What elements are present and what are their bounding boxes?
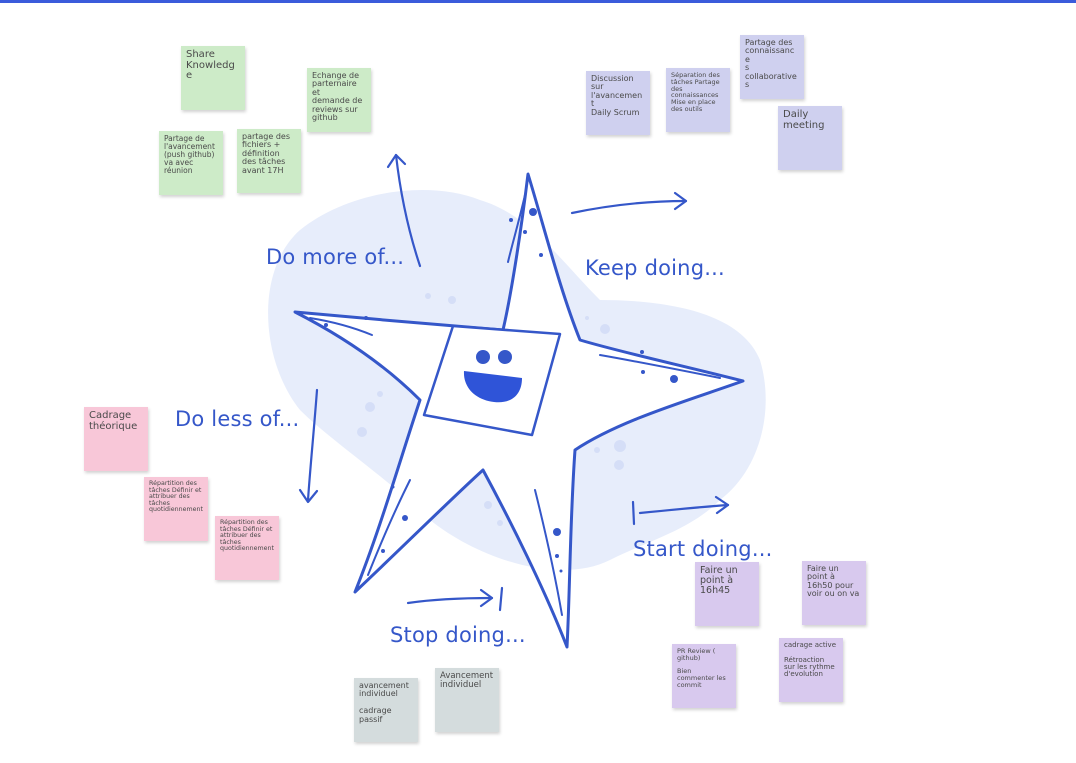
do-less-label: Do less of... — [175, 407, 300, 431]
sticky-note[interactable]: Discussion sur l'avancement Daily Scrum — [586, 71, 650, 135]
sticky-note[interactable]: PR Review ( github) Bien commenter les c… — [672, 644, 736, 708]
sticky-note[interactable]: Daily meeting — [778, 106, 842, 170]
smiley-right-eye — [498, 350, 512, 364]
top-accent-bar — [0, 0, 1076, 3]
do-more-label: Do more of... — [266, 245, 405, 269]
section-arrows — [298, 153, 730, 612]
sticky-note[interactable]: Répartition des tâches Définir et attrib… — [215, 516, 279, 580]
sticky-note[interactable]: partage des fichiers + définition des tâ… — [237, 129, 301, 193]
sticky-note[interactable]: Séparation des tâches Partage des connai… — [666, 68, 730, 132]
sticky-note[interactable]: Faire un point à 16h45 — [695, 562, 759, 626]
star-strokes — [309, 194, 721, 616]
keep-doing-label: Keep doing... — [585, 256, 725, 280]
sticky-note[interactable]: avancement individuel cadrage passif — [354, 678, 418, 742]
sticky-note[interactable]: Partage des connaissance s collaborative… — [740, 35, 804, 99]
sticky-note[interactable]: Partage de l'avancement (push github) va… — [159, 131, 223, 195]
sticky-note[interactable]: Faire un point à 16h50 pour voir ou on v… — [802, 561, 866, 625]
smiley-card — [422, 324, 562, 437]
sticky-note[interactable]: Répartition des tâches Définir et attrib… — [144, 477, 208, 541]
smiley-left-eye — [476, 350, 490, 364]
do-more-arrow — [394, 153, 422, 268]
sticky-note[interactable]: Avancement individuel — [435, 668, 499, 732]
do-less-arrow — [306, 388, 319, 502]
sticky-note[interactable]: Cadrage théorique — [84, 407, 148, 471]
stop-doing-arrow — [406, 596, 494, 605]
decorative-bubbles — [357, 293, 626, 526]
sticky-note[interactable]: Share Knowledge — [181, 46, 245, 110]
sticky-note[interactable]: Echange de parternaire et demande de rev… — [307, 68, 371, 132]
start-doing-label: Start doing... — [633, 537, 773, 561]
smiley-mouth — [463, 371, 522, 403]
star-dots — [324, 208, 678, 573]
sticky-note[interactable]: cadrage active Rétroaction sur les rythm… — [779, 638, 843, 702]
start-doing-arrow — [638, 503, 730, 515]
keep-doing-arrow — [570, 199, 688, 215]
stop-doing-label: Stop doing... — [390, 623, 526, 647]
